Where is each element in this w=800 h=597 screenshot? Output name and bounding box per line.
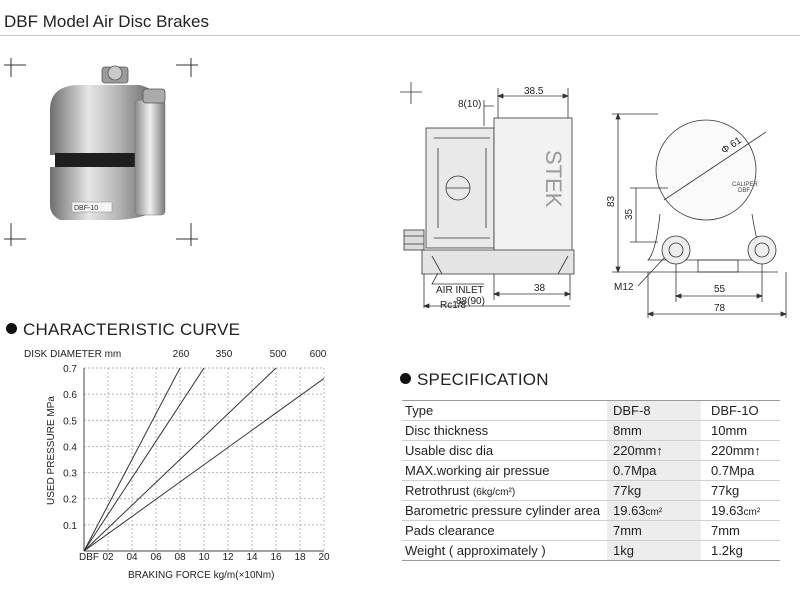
spec-label-cell: Retrothrust (6kg/cm²) <box>402 480 607 501</box>
bullet-icon <box>400 373 411 384</box>
spec-label: Pads clearance <box>402 520 607 541</box>
thread-label: Rc1/8 <box>440 300 467 308</box>
spec-label: MAX.working air pressue <box>402 460 607 481</box>
spec-label: Retrothrust <box>405 483 470 498</box>
x-tick-label: 08 <box>174 552 186 563</box>
disk-diameter-label: DISK DIAMETER mm <box>24 349 121 360</box>
dim-38-5: 38.5 <box>524 86 544 97</box>
spec-value-dbf8: 0.7Mpa <box>607 460 701 481</box>
curve-heading: CHARACTERISTIC CURVE <box>6 320 240 340</box>
x-tick-label: 04 <box>126 552 138 563</box>
x-tick-label: 06 <box>150 552 162 563</box>
series-line-350 <box>83 367 205 552</box>
disk-label-260: 260 <box>173 349 190 360</box>
dim-78: 78 <box>714 303 726 314</box>
dim-35: 35 <box>624 208 635 220</box>
page-title: DBF Model Air Disc Brakes <box>4 12 209 31</box>
table-row: Retrothrust (6kg/cm²) 77kg 77kg <box>402 480 780 501</box>
series-line-600 <box>83 378 325 552</box>
x-tick-label: 10 <box>198 552 210 563</box>
spec-unit: cm² <box>743 507 761 518</box>
spec-value-dbf8: 220mm↑ <box>607 440 701 461</box>
brand-mark: STEK <box>541 150 566 208</box>
spec-label: Barometric pressure cylinder area <box>402 500 607 521</box>
table-row: Weight ( approximately ) 1kg 1.2kg <box>402 540 780 561</box>
spec-label: Disc thickness <box>402 420 607 441</box>
x-tick-label: 16 <box>270 552 282 563</box>
spec-value-dbf10: 7mm <box>701 520 780 541</box>
product-label: DBF-10 <box>74 205 98 212</box>
spec-value-dbf10: 77kg <box>701 480 780 501</box>
dim-38: 38 <box>534 283 546 294</box>
x-tick-label: 20 <box>318 552 330 563</box>
table-row: Barometric pressure cylinder area 19.63c… <box>402 500 780 521</box>
y-tick-label: 0.5 <box>63 416 77 427</box>
spec-value-dbf10: 0.7Mpa <box>701 460 780 481</box>
table-row: Type DBF-8 DBF-1O <box>402 400 780 421</box>
spec-table: Type DBF-8 DBF-1O Disc thickness 8mm 10m… <box>402 400 780 561</box>
spec-value-dbf8-cell: 19.63cm² <box>607 500 701 521</box>
disk-label-350: 350 <box>216 349 233 360</box>
origin-label: DBF <box>79 552 99 563</box>
series-line-260 <box>83 367 181 552</box>
x-axis-label: BRAKING FORCE kg/m(×10Nm) <box>128 570 274 581</box>
series-line-500 <box>83 367 277 552</box>
caliper-note-2: DBF <box>738 188 750 194</box>
dim-83: 83 <box>606 195 617 207</box>
table-row: MAX.working air pressue 0.7Mpa 0.7Mpa <box>402 460 780 481</box>
spec-value-dbf10: 220mm↑ <box>701 440 780 461</box>
table-row: Usable disc dia 220mm↑ 220mm↑ <box>402 440 780 461</box>
spec-value-dbf8: 1kg <box>607 540 701 561</box>
y-tick-label: 0.1 <box>63 521 77 532</box>
y-tick-label: 0.4 <box>63 442 77 453</box>
table-row: Pads clearance 7mm 7mm <box>402 520 780 541</box>
table-row: Disc thickness 8mm 10mm <box>402 420 780 441</box>
spec-value-dbf8: 7mm <box>607 520 701 541</box>
dim-8-10: 8(10) <box>458 99 481 110</box>
spec-heading: SPECIFICATION <box>400 370 549 390</box>
curve-heading-text: CHARACTERISTIC CURVE <box>23 320 241 339</box>
y-tick-label: 0.7 <box>63 364 77 375</box>
side-view-drawing: STEK 8(10) 38.5 AIR INLET Rc1/8 38 88(90… <box>400 82 575 308</box>
x-tick-label: 02 <box>102 552 114 563</box>
y-tick-label: 0.2 <box>63 495 77 506</box>
spec-unit: cm² <box>645 507 663 518</box>
x-tick-label: 18 <box>294 552 306 563</box>
y-axis-label: USED PRESSURE MPa <box>46 396 57 505</box>
dim-55: 55 <box>714 284 726 295</box>
x-tick-label: 14 <box>246 552 258 563</box>
spec-label-unit: (6kg/cm²) <box>472 487 516 498</box>
spec-value-dbf8: 77kg <box>607 480 701 501</box>
corner-marks <box>4 58 198 246</box>
disk-label-600: 600 <box>310 349 327 360</box>
spec-value-dbf8: 8mm <box>607 420 701 441</box>
spec-value-dbf10: 10mm <box>701 420 780 441</box>
spec-value-dbf10: DBF-1O <box>701 400 780 421</box>
caliper-note-1: CALIPER <box>732 182 758 188</box>
product-photo: DBF-10 <box>4 58 198 246</box>
spec-value-dbf10-cell: 19.63cm² <box>701 500 780 521</box>
dim-m12: M12 <box>614 282 634 293</box>
y-tick-label: 0.6 <box>63 390 77 401</box>
spec-value-dbf10: 1.2kg <box>701 540 780 561</box>
spec-label: Type <box>402 400 607 421</box>
air-inlet-label: AIR INLET <box>436 285 484 296</box>
title-divider <box>0 35 800 36</box>
x-tick-label: 12 <box>222 552 234 563</box>
y-tick-label: 0.3 <box>63 469 77 480</box>
spec-label: Weight ( approximately ) <box>402 540 607 561</box>
bullet-icon <box>6 323 17 334</box>
spec-value-dbf8: DBF-8 <box>607 400 701 421</box>
disk-label-500: 500 <box>270 349 287 360</box>
front-view-drawing: Φ 61 CALIPER DBF 83 35 M12 55 78 <box>606 112 788 318</box>
spec-heading-text: SPECIFICATION <box>417 370 549 389</box>
spec-value-dbf8: 19.63 <box>613 503 646 518</box>
spec-label: Usable disc dia <box>402 440 607 461</box>
dim-88-90: 88(90) <box>456 296 485 307</box>
characteristic-curve-chart: DISK DIAMETER mm USED PRESSURE MPa BRAKI… <box>24 349 330 581</box>
spec-value-dbf10: 19.63 <box>711 503 744 518</box>
